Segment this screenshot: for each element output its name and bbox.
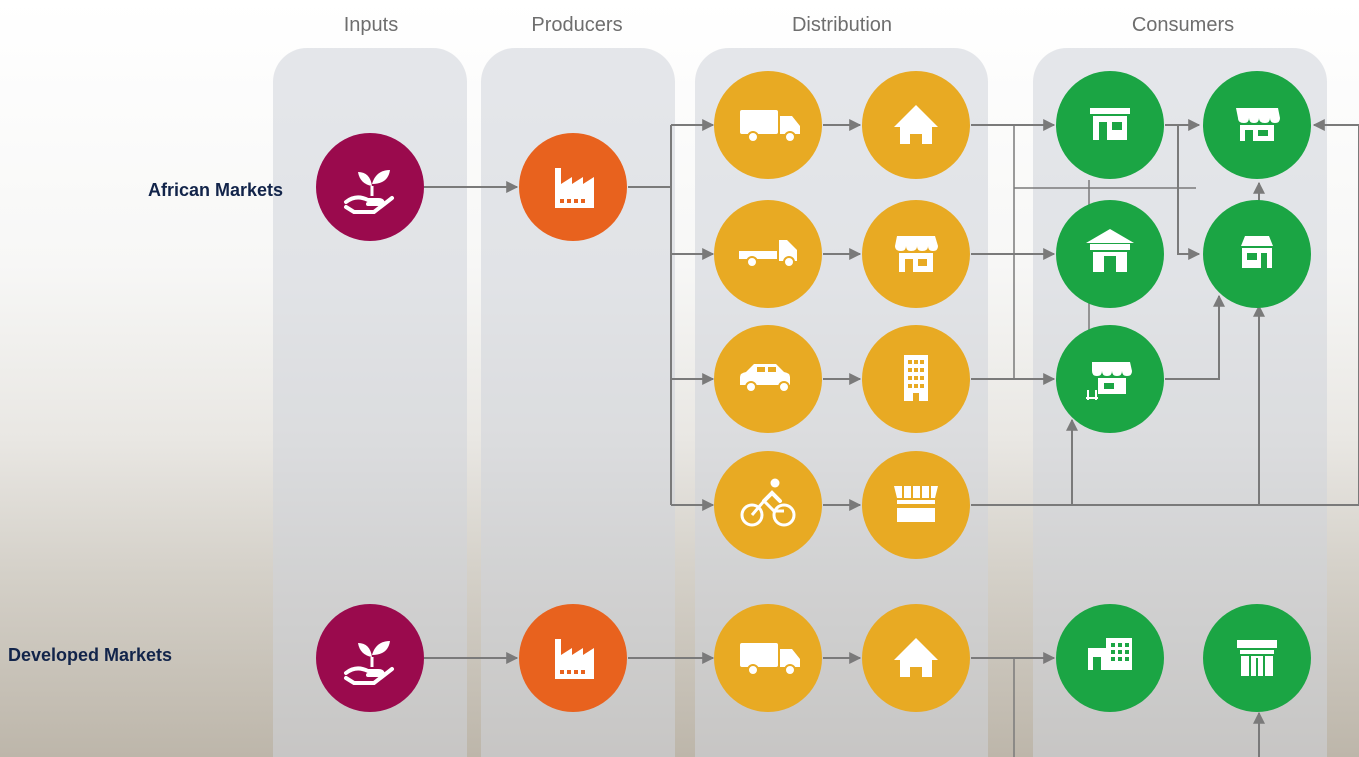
storefront-icon [862,200,970,308]
factory-icon [519,604,627,712]
factory-icon [519,133,627,241]
kiosk-icon [1056,71,1164,179]
plant-in-hand-icon [316,133,424,241]
office-building-icon [862,325,970,433]
cyclist-icon [714,451,822,559]
plant-in-hand-icon [316,604,424,712]
column-header-distribution: Distribution [791,14,893,36]
house-icon [862,604,970,712]
flatbed-truck-icon [714,200,822,308]
column-header-producers: Producers [531,14,623,36]
supermarket-building-icon [1056,604,1164,712]
general-store-icon [1056,200,1164,308]
shop-awning-icon [1203,71,1311,179]
market-stall-icon [862,451,970,559]
small-shop-icon [1203,200,1311,308]
house-icon [862,71,970,179]
row-label-african-markets: African Markets [148,180,284,200]
column-header-inputs: Inputs [343,14,399,36]
delivery-truck-icon [714,71,822,179]
retail-store-icon [1203,604,1311,712]
car-icon [714,325,822,433]
connector-lines [424,119,1359,757]
column-header-consumers: Consumers [1131,14,1235,36]
row-label-developed-markets: Developed Markets [8,645,173,665]
delivery-truck-icon [714,604,822,712]
cafe-stall-icon [1056,325,1164,433]
